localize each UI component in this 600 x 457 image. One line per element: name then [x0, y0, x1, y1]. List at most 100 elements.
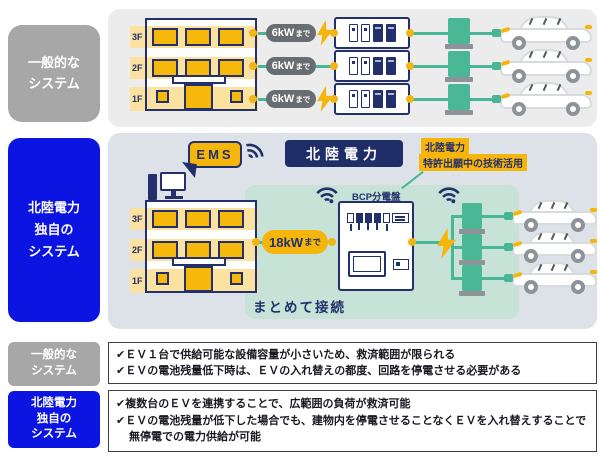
breaker-icon — [365, 213, 372, 230]
ev-car-icon — [500, 82, 592, 118]
breaker-icon — [348, 90, 358, 108]
window-icon — [230, 272, 243, 285]
charging-cable — [470, 98, 494, 101]
window-icon — [156, 90, 169, 103]
charger-body — [462, 265, 482, 291]
charger-body — [462, 203, 482, 229]
ems-label: EMS — [196, 147, 234, 162]
ev-charger-icon — [459, 265, 485, 296]
car-wheel — [566, 102, 580, 116]
breaker-icon — [356, 213, 363, 230]
patent-note-line1: 北陸電力 — [421, 138, 469, 155]
window-icon — [218, 241, 244, 259]
bullet-item: ✔複数台のＥＶを連携することで、広範囲の負荷が救済可能 — [116, 398, 411, 411]
power-line — [412, 98, 448, 101]
capacity-suffix: まで — [295, 28, 311, 38]
connection-dot — [406, 29, 414, 37]
floor-label: 2F — [132, 63, 143, 73]
connection-dot — [406, 62, 414, 70]
car-taillight — [590, 239, 597, 243]
distribution-board — [334, 83, 410, 115]
ev-charger-icon — [459, 234, 485, 265]
car-wheel — [512, 102, 526, 116]
charger-base — [459, 260, 485, 265]
power-line — [412, 32, 448, 35]
connection-dot — [328, 238, 336, 246]
label-line: システム — [28, 75, 80, 91]
generic-system-description-box: ✔ＥＶ１台で供給可能な設備容量が小さいため、救済範囲が限られる ✔ＥＶの電池残量… — [108, 342, 597, 384]
label-line: 独自の — [34, 221, 74, 237]
breaker-icon — [360, 90, 370, 108]
charging-plug-icon — [504, 243, 513, 251]
car-wheel — [524, 280, 538, 294]
capacity-value: 6kW — [271, 93, 295, 105]
power-line — [412, 65, 448, 68]
distribution-board — [334, 17, 410, 49]
power-line — [451, 246, 462, 249]
charger-base — [459, 229, 485, 234]
label-line: システム — [28, 244, 80, 260]
ev-car-icon — [500, 49, 592, 85]
charging-cable — [482, 277, 506, 280]
breaker-icon — [372, 90, 383, 108]
connection-dot — [249, 29, 257, 37]
charging-cable — [482, 246, 506, 249]
breaker-icon — [383, 213, 390, 231]
bundled-connection-note: まとめて接続 — [253, 300, 346, 315]
pc-tower — [148, 174, 157, 200]
connection-dot — [330, 62, 338, 70]
ev-charger-icon — [445, 84, 473, 115]
car-wheel — [524, 249, 538, 263]
breaker-icon — [348, 57, 358, 75]
label-line: 一般的な — [27, 54, 80, 70]
car-taillight — [585, 91, 592, 95]
charging-plug-icon — [504, 212, 513, 220]
window-icon — [152, 241, 178, 259]
company-header: 北陸電力 — [285, 140, 403, 167]
ev-car-icon — [512, 262, 597, 295]
breaker-icon — [385, 24, 396, 42]
charging-cable — [482, 215, 506, 218]
pc-screen — [160, 172, 186, 191]
capacity-suffix: まで — [303, 237, 321, 247]
power-line — [316, 65, 334, 68]
breaker-icon — [385, 57, 396, 75]
capacity-suffix: まで — [295, 61, 311, 71]
connection-dot — [330, 95, 338, 103]
capacity-value: 6kW — [271, 27, 295, 39]
door-icon — [184, 266, 213, 292]
charging-cable — [470, 65, 494, 68]
connection-dot — [408, 238, 416, 246]
power-line — [451, 215, 462, 218]
capacity-value: 6kW — [271, 60, 295, 72]
car-wheel — [512, 36, 526, 50]
bullet-item: ✔ＥＶの電池残量低下時は、ＥＶの入れ替えの都度、回路を停電させる必要がある — [116, 365, 522, 377]
charger-body — [448, 51, 470, 77]
charging-plug-icon — [492, 95, 501, 103]
charging-plug-icon — [492, 62, 501, 70]
floor-label: 2F — [132, 245, 143, 255]
capacity-value: 18kW — [269, 234, 303, 250]
car-wheel — [512, 69, 526, 83]
breaker-row — [347, 213, 409, 231]
car-wheel — [571, 218, 585, 232]
ev-car-icon — [512, 200, 597, 233]
breaker-icon — [360, 24, 370, 42]
ev-charger-icon — [445, 51, 473, 82]
charger-body — [448, 18, 470, 44]
car-wheel — [524, 218, 538, 232]
charger-body — [462, 234, 482, 260]
door-icon — [184, 84, 213, 110]
breaker-icon — [385, 90, 396, 108]
connection-dot — [249, 95, 257, 103]
office-building: 3F 2F 1F — [130, 200, 258, 293]
car-wheel — [566, 69, 580, 83]
window-icon — [185, 210, 211, 228]
breaker-icon — [392, 213, 409, 223]
pc-base — [165, 196, 183, 199]
company-name: 北陸電力 — [306, 145, 382, 162]
label-line: 独自の — [36, 412, 72, 425]
ev-car-icon — [512, 231, 597, 264]
